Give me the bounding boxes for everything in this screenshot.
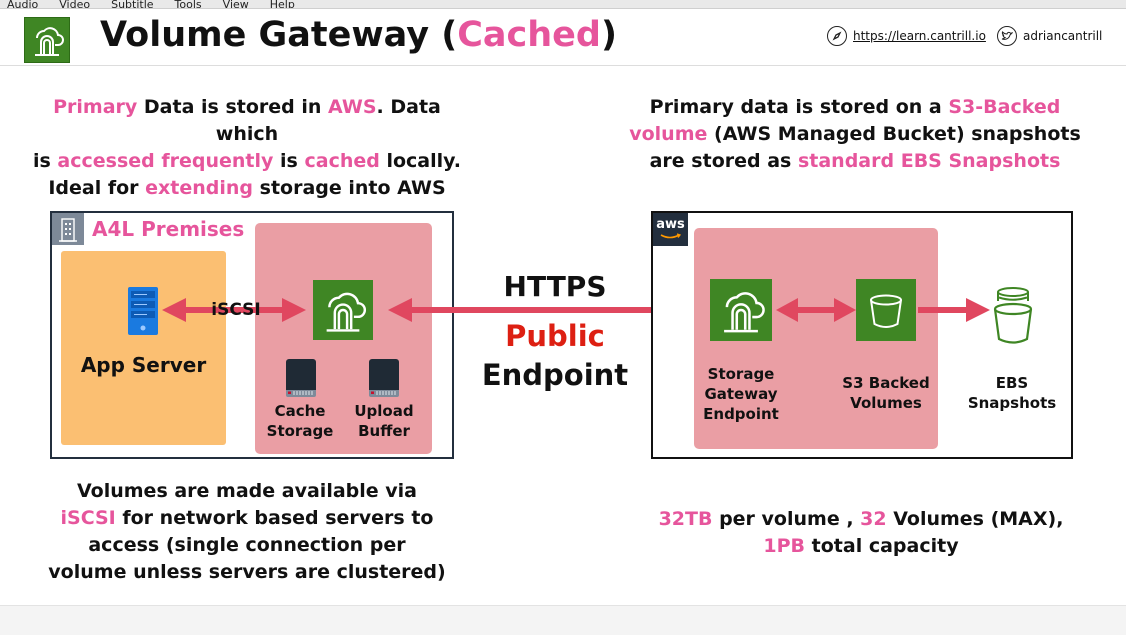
twitter-link[interactable]: adriancantrill [997, 26, 1102, 46]
iscsi-arrow [162, 298, 306, 322]
app-server-label: App Server [80, 353, 207, 377]
page-title: Volume Gateway (Cached) [100, 15, 617, 55]
storage-gateway-endpoint-icon [710, 279, 772, 341]
upload-buffer-hdd-icon [369, 359, 399, 397]
twitter-icon [997, 26, 1017, 46]
https-label: HTTPS [503, 270, 607, 303]
app-server-zone [61, 251, 226, 445]
compass-icon [827, 26, 847, 46]
menu-view[interactable]: View [222, 0, 249, 9]
player-bottom-bar [0, 605, 1126, 635]
menu-audio[interactable]: Audio [7, 0, 39, 9]
left-bottom-text: Volumes are made available via iSCSI for… [48, 480, 446, 583]
right-intro-text: Primary data is stored on a S3-Backed vo… [629, 96, 1081, 172]
s3-bucket-icon [856, 279, 916, 341]
website-url[interactable]: https://learn.cantrill.io [853, 29, 986, 43]
server-icon [128, 287, 158, 335]
menu-subtitle[interactable]: Subtitle [111, 0, 154, 9]
endpoint-label: Endpoint [481, 358, 629, 392]
s3-ebs-arrow [918, 298, 990, 322]
cache-storage-hdd-icon [286, 359, 316, 397]
ebs-snapshot-bucket-icon [993, 287, 1033, 344]
aws-logo-icon: aws [653, 213, 688, 246]
gateway-s3-arrow [776, 298, 856, 322]
storage-gateway-logo-icon [24, 17, 70, 63]
menu-bar: Audio Video Subtitle Tools View Help [0, 0, 1126, 9]
menu-help[interactable]: Help [269, 0, 295, 9]
right-bottom-text: 32TB per volume , 32 Volumes (MAX), 1PB … [658, 508, 1064, 557]
building-icon [52, 213, 84, 245]
slide: Volume Gateway (Cached) https://learn.ca… [0, 9, 1126, 605]
twitter-handle: adriancantrill [1023, 29, 1103, 43]
website-link[interactable]: https://learn.cantrill.io [827, 26, 986, 46]
storage-gateway-icon [313, 280, 373, 340]
premises-title: A4L Premises [92, 217, 245, 241]
menu-tools[interactable]: Tools [174, 0, 202, 9]
public-label: Public [505, 319, 605, 353]
left-intro-text: Primary Data is stored in AWS. Data whic… [32, 96, 462, 199]
iscsi-label: iSCSI [211, 300, 261, 320]
menu-video[interactable]: Video [59, 0, 91, 9]
header-divider [0, 65, 1126, 66]
